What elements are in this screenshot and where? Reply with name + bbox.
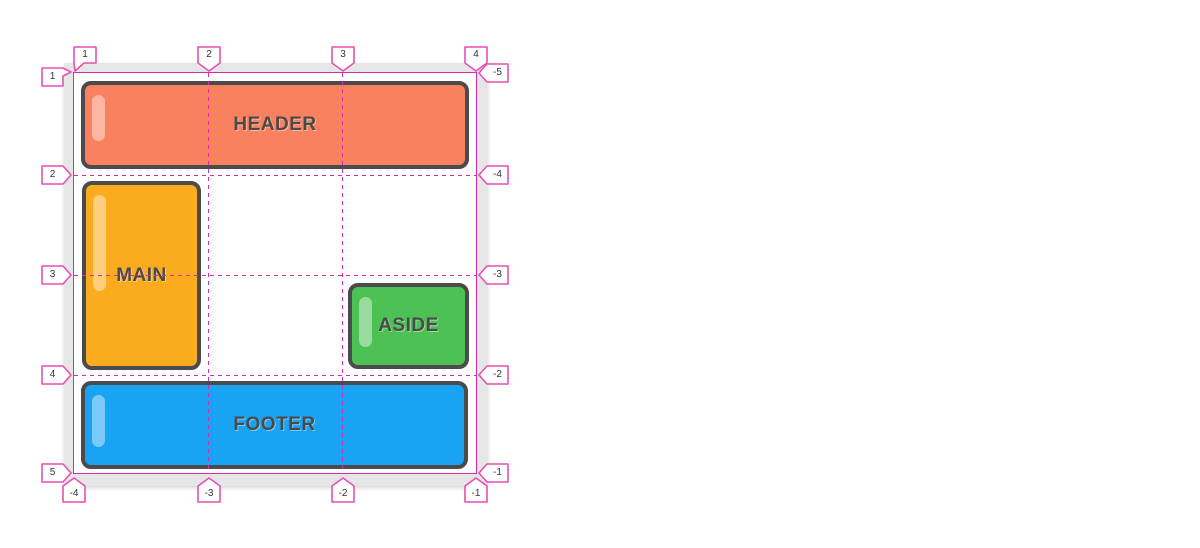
- grid-line-badge-bottom--1: -1: [464, 477, 488, 503]
- grid-line-badge-right--1: -1: [478, 463, 509, 483]
- pentagon-marker-shape: [478, 63, 509, 83]
- grid-item-label: HEADER: [233, 114, 317, 135]
- grid-line-badge-top-1: 1: [73, 46, 97, 72]
- grid-line-number: 2: [49, 169, 56, 180]
- grid-line-number: 1: [49, 71, 56, 82]
- pentagon-marker-shape: [62, 477, 86, 503]
- grid-line-number: -2: [338, 488, 348, 499]
- pentagon-marker-shape: [478, 165, 509, 185]
- pentagon-marker-shape: [464, 46, 488, 72]
- pentagon-marker-shape: [41, 365, 72, 385]
- pentagon-marker-shape: [331, 477, 355, 503]
- gloss-highlight: [93, 195, 106, 291]
- pentagon-marker-shape: [73, 46, 97, 72]
- grid-line-badge-left-4: 4: [41, 365, 72, 385]
- pentagon-marker-shape: [478, 463, 509, 483]
- grid-line-number: 5: [49, 467, 56, 478]
- grid-item-footer: FOOTER: [81, 381, 468, 469]
- grid-line-number: 4: [473, 49, 479, 60]
- grid-row-line: [74, 175, 476, 176]
- grid-line-badge-left-5: 5: [41, 463, 72, 483]
- grid-line-badge-bottom--3: -3: [197, 477, 221, 503]
- grid-line-badge-right--5: -5: [478, 63, 509, 83]
- grid-line-badge-left-2: 2: [41, 165, 72, 185]
- grid-line-badge-left-3: 3: [41, 265, 72, 285]
- grid-line-badge-right--3: -3: [478, 265, 509, 285]
- grid-item-label: FOOTER: [233, 414, 316, 435]
- grid-item-label: MAIN: [116, 264, 167, 286]
- pentagon-marker-shape: [331, 46, 355, 72]
- grid-item-label: ASIDE: [378, 315, 439, 336]
- grid-item-header: HEADER: [81, 81, 469, 169]
- grid-item-main: MAIN: [82, 181, 201, 370]
- grid-row-line: [74, 375, 476, 376]
- pentagon-marker-shape: [464, 477, 488, 503]
- grid-line-number: -5: [493, 67, 502, 78]
- grid-line-badge-right--4: -4: [478, 165, 509, 185]
- pentagon-marker-shape: [197, 477, 221, 503]
- grid-line-badge-top-4: 4: [464, 46, 488, 72]
- pentagon-marker-shape: [41, 265, 72, 285]
- pentagon-marker-shape: [197, 46, 221, 72]
- pentagon-marker-shape: [41, 463, 72, 483]
- grid-line-number: -1: [471, 488, 481, 499]
- pentagon-marker-shape: [478, 265, 509, 285]
- grid-line-number: -1: [493, 467, 502, 478]
- grid-line-number: 3: [49, 269, 56, 280]
- gloss-highlight: [359, 297, 372, 347]
- grid-item-aside: ASIDE: [348, 283, 469, 369]
- grid-container-board: HEADER MAIN ASIDE FOOTER: [64, 63, 488, 486]
- grid-line-badge-bottom--2: -2: [331, 477, 355, 503]
- grid-line-badge-top-3: 3: [331, 46, 355, 72]
- grid-line-number: -4: [69, 488, 79, 499]
- grid-line-number: -3: [204, 488, 214, 499]
- grid-line-badge-right--2: -2: [478, 365, 509, 385]
- grid-line-number: -2: [493, 369, 502, 380]
- pentagon-marker-shape: [41, 67, 72, 87]
- pentagon-marker-shape: [478, 365, 509, 385]
- gloss-highlight: [92, 395, 105, 447]
- grid-line-badge-top-2: 2: [197, 46, 221, 72]
- grid-line-badge-left-1: 1: [41, 67, 72, 87]
- grid-line-badge-bottom--4: -4: [62, 477, 86, 503]
- grid-line-number: 2: [206, 49, 212, 60]
- gloss-highlight: [92, 95, 105, 141]
- grid-line-number: -3: [493, 269, 502, 280]
- pentagon-marker-shape: [41, 165, 72, 185]
- grid-line-number: 3: [340, 49, 346, 60]
- grid-line-number: -4: [493, 169, 502, 180]
- grid-line-number: 4: [49, 369, 56, 380]
- grid-tracks-area: HEADER MAIN ASIDE FOOTER: [73, 72, 477, 474]
- grid-line-number: 1: [82, 49, 88, 60]
